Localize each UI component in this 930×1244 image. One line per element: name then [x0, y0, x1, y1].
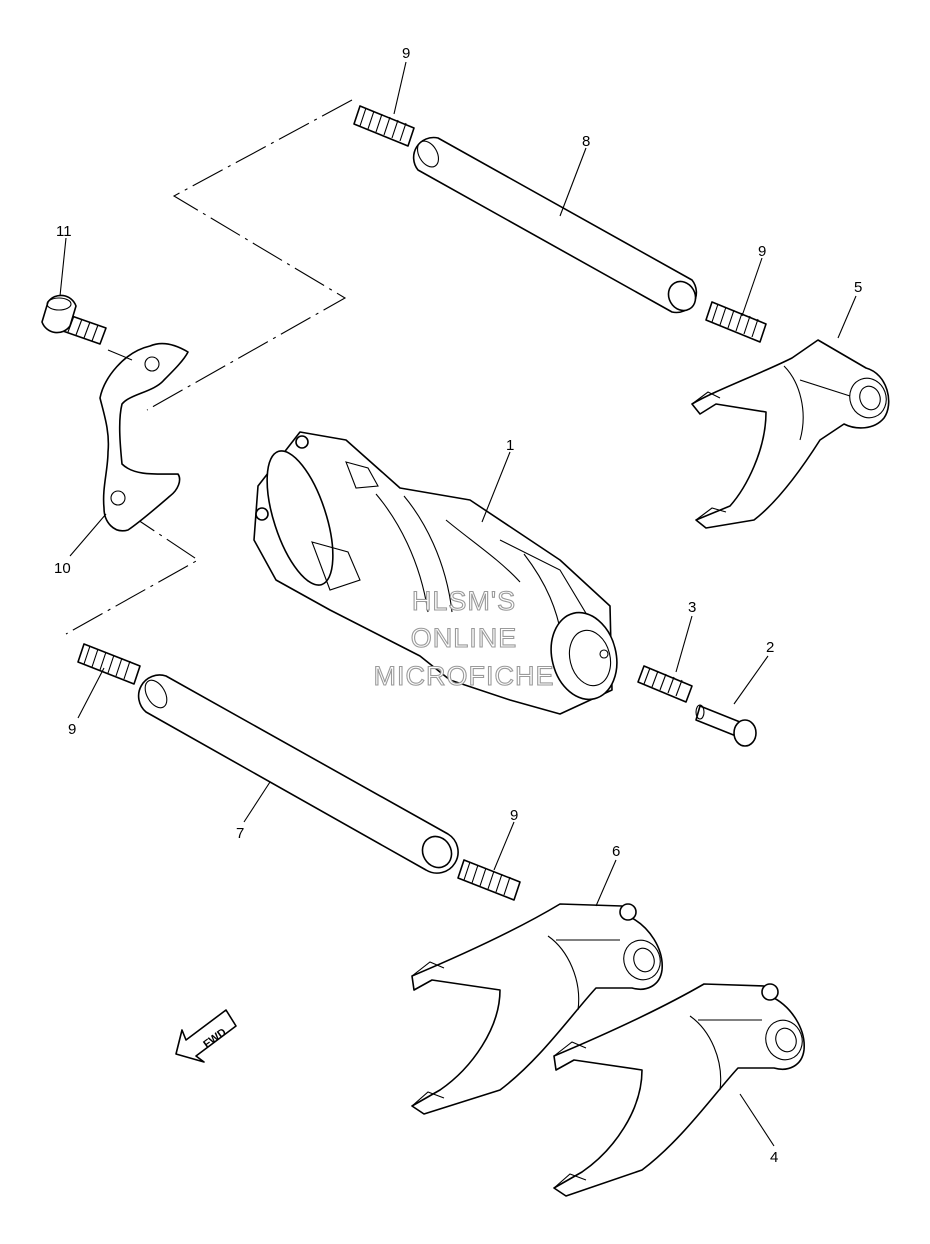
spring-stopper	[637, 665, 693, 703]
callout-6: 6	[612, 843, 620, 860]
stopper-pin	[695, 704, 757, 747]
callout-labels: 9 8 9 5 11 1 3 2 10 9 7 9 6 4	[54, 45, 862, 1166]
callout-10: 10	[54, 560, 71, 577]
spring-upper-left	[353, 105, 415, 147]
shift-drum	[253, 431, 618, 715]
shift-fork-shaft-lower	[137, 674, 459, 874]
callout-9-bottom: 9	[510, 807, 518, 824]
segment-plate	[99, 342, 189, 532]
spring-lower-middle	[457, 859, 521, 901]
callout-9-right: 9	[758, 243, 766, 260]
spring-upper-right	[705, 301, 767, 343]
callout-1: 1	[506, 437, 514, 454]
callout-7: 7	[236, 825, 244, 842]
callout-4: 4	[770, 1149, 778, 1166]
spring-lower-left	[77, 643, 141, 685]
assembly-dash-lines	[65, 99, 353, 635]
watermark-line-3: MICROFICHE	[374, 661, 555, 691]
callout-3: 3	[688, 599, 696, 616]
callout-8: 8	[582, 133, 590, 150]
watermark-line-2: ONLINE	[411, 623, 518, 653]
bolt	[41, 294, 107, 345]
callout-9-left: 9	[68, 721, 76, 738]
watermark-line-1: HLSM'S	[412, 586, 516, 616]
shift-fork-shaft-upper	[412, 136, 698, 314]
forward-direction-arrow: FWD	[175, 1009, 237, 1063]
leader-lines	[59, 61, 857, 1147]
shift-fork-middle	[411, 903, 663, 1115]
callout-2: 2	[766, 639, 774, 656]
shift-fork-right	[691, 339, 890, 529]
callout-5: 5	[854, 279, 862, 296]
watermark: HLSM'S ONLINE MICROFICHE	[373, 585, 555, 691]
callout-11: 11	[56, 223, 72, 240]
shift-fork-lower-right	[553, 983, 805, 1197]
callout-9-top: 9	[402, 45, 410, 62]
